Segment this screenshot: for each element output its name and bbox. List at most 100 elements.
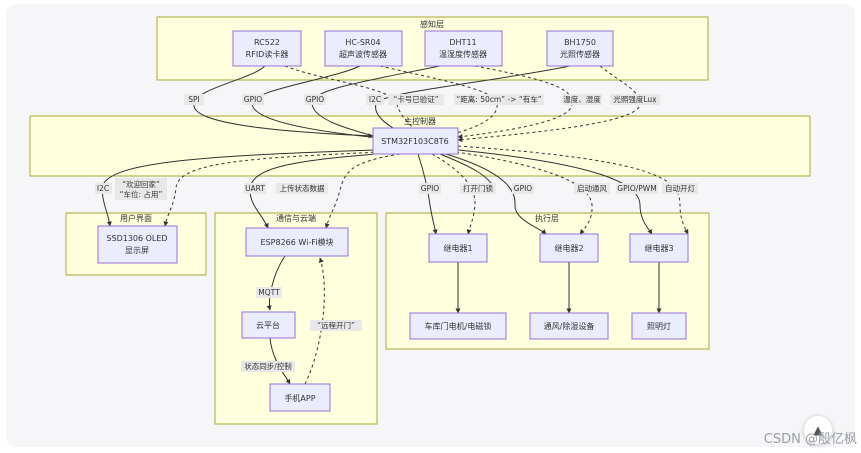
edge-labels: SPI GPIO GPIO I2C “卡号已验证” “距离: 50cm” -> …	[95, 94, 698, 372]
edge-rc522-stm32	[193, 65, 374, 139]
svg-text:GPIO: GPIO	[244, 95, 263, 104]
label-spi: SPI	[184, 94, 204, 105]
svg-text:SPI: SPI	[188, 95, 200, 104]
label-gpio-r1: GPIO	[419, 183, 441, 194]
label-gpio-r2: GPIO	[512, 183, 534, 194]
node-cloud-title: 云平台	[256, 320, 280, 330]
label-card-ok: “卡号已验证”	[388, 94, 444, 105]
node-rc522: RC522 RFID读卡器	[232, 30, 302, 67]
node-rc522-title: RC522	[254, 38, 280, 47]
label-uart: UART	[244, 183, 266, 194]
node-relay2: 继电器2	[539, 233, 599, 263]
node-relay1-title: 继电器1	[443, 243, 472, 253]
svg-text:MQTT: MQTT	[258, 288, 280, 297]
node-oled: SSD1306 OLED 显示屏	[97, 225, 178, 264]
label-i2c-oled: I2C	[95, 183, 112, 194]
svg-text:UART: UART	[245, 184, 265, 193]
node-fan-title: 通风/除湿设备	[544, 321, 595, 331]
label-open-door: 打开门锁	[460, 183, 496, 194]
svg-text:打开门锁: 打开门锁	[463, 183, 493, 193]
group-ui-title: 用户界面	[120, 213, 152, 223]
label-lux: 光照强度Lux	[610, 94, 660, 105]
svg-text:自动开灯: 自动开灯	[665, 183, 695, 193]
node-relay1: 继电器1	[428, 233, 488, 263]
edge-stm32-relay1	[417, 153, 438, 235]
svg-text:“欢迎回家”: “欢迎回家”	[122, 179, 160, 189]
edge-bh1750-stm32	[375, 65, 571, 135]
node-bh1750: BH1750 光照传感器	[546, 30, 614, 67]
edge-stm32-relay3	[457, 149, 653, 235]
label-gpio-hc: GPIO	[242, 94, 264, 105]
svg-text:启动通风: 启动通风	[577, 183, 607, 193]
node-hcsr04: HC-SR04 超声波传感器	[324, 30, 403, 67]
edge-esp-cloud	[266, 255, 286, 311]
svg-text:“远程开门”: “远程开门”	[317, 321, 355, 330]
node-dht11: DHT11 温湿度传感器	[424, 30, 503, 67]
svg-text:“卡号已验证”: “卡号已验证”	[393, 94, 438, 104]
node-oled-subtitle: 显示屏	[125, 246, 149, 255]
node-dht11-title: DHT11	[449, 38, 476, 47]
edge-stm32-relay2-dashed	[455, 151, 593, 235]
label-auto-light: 自动开灯	[662, 183, 698, 194]
node-app-title: 手机APP	[284, 393, 315, 403]
label-remote-open: “远程开门”	[310, 320, 362, 331]
node-oled-title: SSD1306 OLED	[106, 234, 167, 243]
edge-stm32-oled-dashed	[163, 151, 381, 227]
svg-text:GPIO: GPIO	[306, 95, 325, 104]
svg-text:温度、湿度: 温度、湿度	[563, 94, 601, 104]
node-light: 照明灯	[631, 312, 687, 340]
label-mqtt: MQTT	[256, 287, 282, 298]
edge-stm32-relay1-dashed	[431, 153, 476, 235]
group-exec-title: 执行层	[535, 213, 559, 223]
node-relay2-title: 继电器2	[554, 243, 583, 253]
label-start-fan: 启动通风	[574, 183, 610, 194]
label-sync: 状态同步/控制	[241, 361, 295, 372]
edge-hcsr04-stm32-dashed	[379, 65, 498, 138]
node-relay3-title: 继电器3	[644, 243, 673, 253]
node-fan: 通风/除湿设备	[529, 312, 609, 340]
edge-stm32-esp	[249, 152, 389, 229]
label-gpio-pwm: GPIO/PWM	[616, 183, 658, 194]
group-comm-title: 通信与云端	[276, 213, 316, 223]
label-distance: “距离: 50cm” -> “有车”	[454, 94, 544, 105]
svg-text:上传状态数据: 上传状态数据	[280, 183, 325, 193]
edge-bh1750-stm32-dashed	[457, 65, 641, 143]
svg-text:“车位: 占用”: “车位: 占用”	[120, 189, 163, 199]
edge-stm32-oled	[101, 149, 375, 227]
node-light-title: 照明灯	[647, 321, 671, 331]
subgraphs: 感知层 主控制器 用户界面 通信与云端 执行层	[29, 16, 811, 425]
node-stm32: STM32F103C8T6	[372, 127, 459, 155]
label-upload: 上传状态数据	[276, 183, 328, 194]
node-esp-title: ESP8266 Wi-Fi模块	[261, 237, 334, 247]
node-rc522-subtitle: RFID读卡器	[246, 49, 289, 59]
svg-text:光照强度Lux: 光照强度Lux	[613, 94, 657, 104]
group-main-title: 主控制器	[404, 116, 436, 126]
label-gpio-dht: GPIO	[304, 94, 326, 105]
edge-stm32-relay2	[445, 153, 547, 235]
label-i2c-bh: I2C	[366, 94, 384, 105]
node-dht11-subtitle: 温湿度传感器	[439, 49, 487, 59]
node-esp: ESP8266 Wi-Fi模块	[245, 227, 349, 257]
svg-text:GPIO: GPIO	[421, 184, 440, 193]
node-app: 手机APP	[269, 383, 331, 412]
node-stm32-title: STM32F103C8T6	[381, 137, 449, 146]
chevron-up-icon: ▲	[813, 423, 823, 437]
scroll-top-button[interactable]: ▲	[803, 415, 833, 445]
nodes: RC522 RFID读卡器 HC-SR04 超声波传感器 DHT11 温湿度传感…	[97, 30, 689, 412]
watermark: CSDN @殷亿枫	[763, 432, 857, 447]
svg-text:状态同步/控制: 状态同步/控制	[244, 361, 292, 371]
node-cloud: 云平台	[241, 311, 296, 339]
edge-stm32-esp-dashed	[324, 153, 401, 229]
node-bh1750-title: BH1750	[564, 38, 596, 47]
svg-text:“距离: 50cm” -> “有车”: “距离: 50cm” -> “有车”	[456, 94, 541, 104]
svg-text:GPIO/PWM: GPIO/PWM	[617, 184, 656, 193]
node-hcsr04-subtitle: 超声波传感器	[339, 49, 387, 59]
label-temp-hum: 温度、湿度	[562, 94, 602, 105]
node-door-title: 车库门电机/电磁锁	[425, 321, 492, 331]
svg-text:I2C: I2C	[369, 95, 381, 104]
svg-text:GPIO: GPIO	[514, 184, 533, 193]
edge-stm32-relay3-dashed	[457, 145, 689, 235]
svg-text:I2C: I2C	[97, 184, 109, 193]
label-welcome: “欢迎回家” “车位: 占用”	[115, 178, 167, 200]
